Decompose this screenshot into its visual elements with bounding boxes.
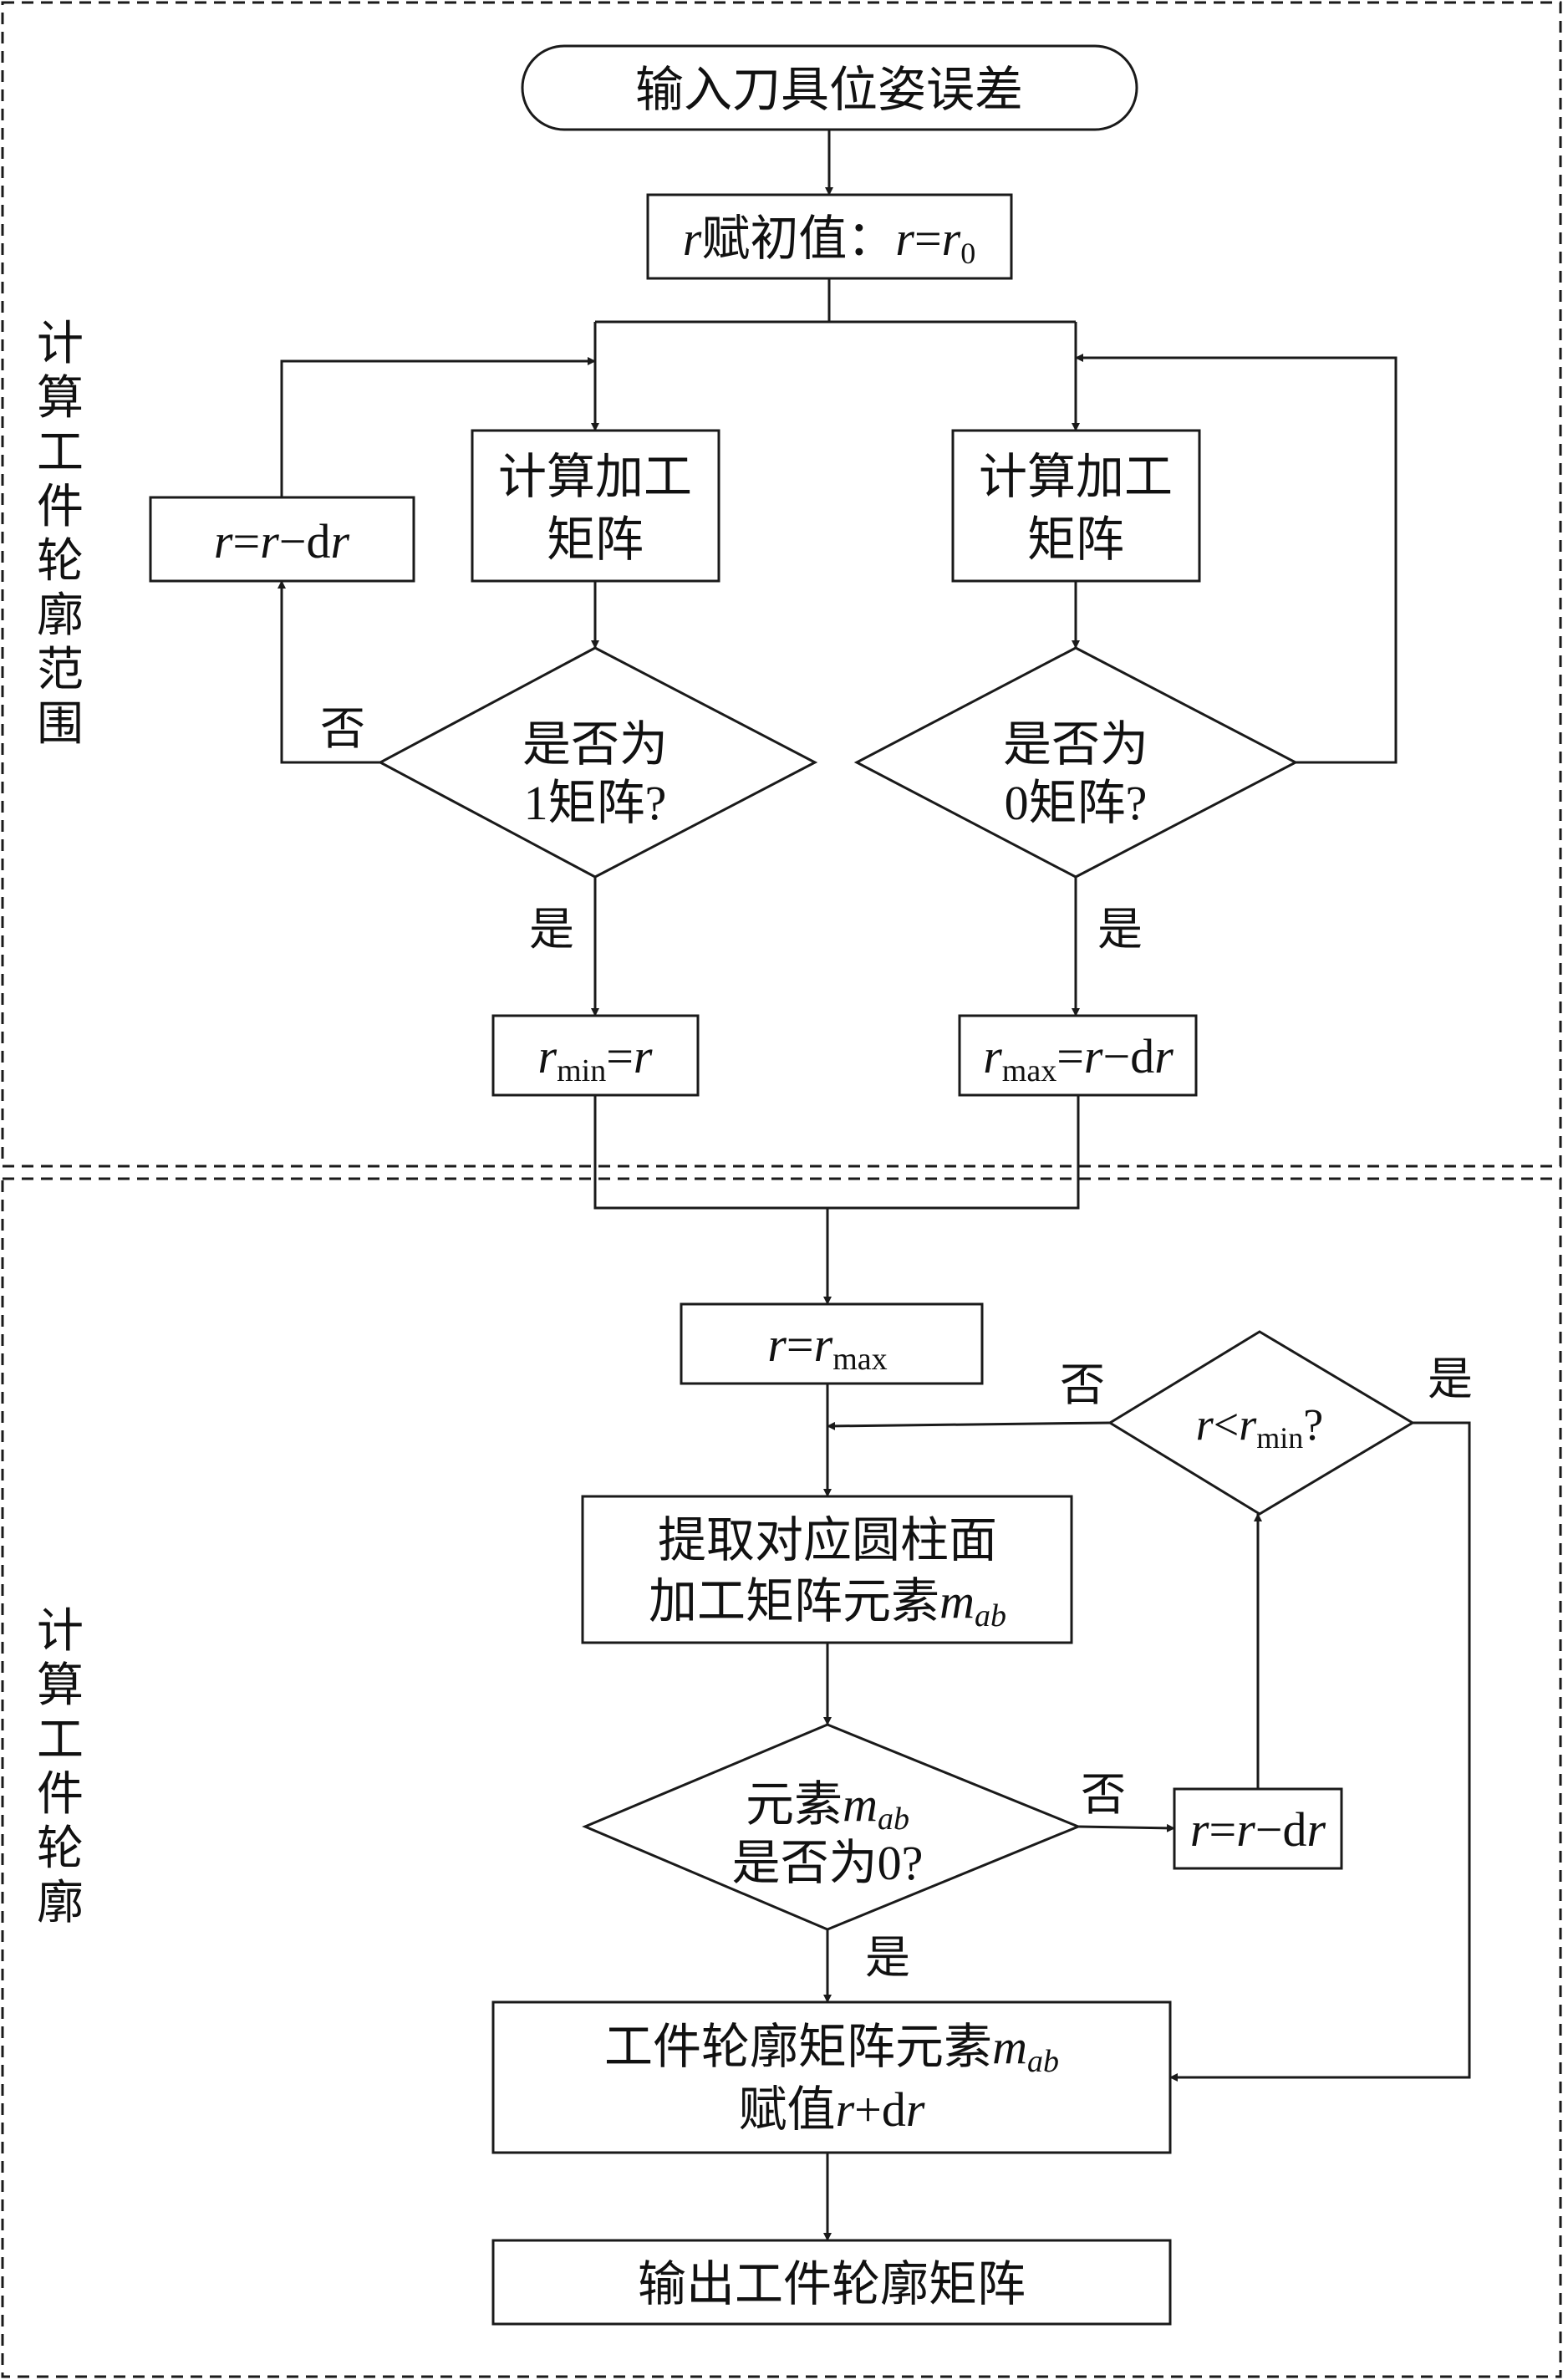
edge-label-rmin-yes: 是 [1428,1354,1473,1404]
decision-r-lt-rmin-label: r<rmin? [1196,1399,1323,1455]
assign-contour-line1: 工件轮廓矩阵元素mab [604,2020,1059,2079]
section-label-char: 算 [37,1660,84,1712]
rmin-assign-label: rmin=r [538,1029,653,1088]
edge-left-no-to-update [277,580,380,764]
rmin-assign-box [491,1014,700,1097]
section-label-char: 工 [37,427,84,479]
edge-label-left-no: 否 [320,704,365,754]
compute-matrix-left-line2: 矩阵 [547,512,644,567]
update-r-left-label: r=r−dr [214,514,350,568]
edge-init-split [595,278,1076,324]
decision-right-line2: 0矩阵? [1005,776,1148,830]
decision-right-line1: 是否为 [1003,717,1148,772]
compute-matrix-right-line1: 计算加工 [979,450,1173,504]
svg-text:计算工件轮廓范围: 计算工件轮廓范围 [37,319,84,751]
section-label-char: 工 [37,1715,84,1766]
edge-merge [593,1095,1080,1210]
section-label-char: 计 [37,319,84,370]
output-box [491,2239,1172,2326]
edge-zero-no [1077,1823,1175,1832]
extract-element-line2: 加工矩阵元素mab [649,1574,1006,1633]
edge-label-rmin-no: 否 [1060,1360,1105,1410]
section-label-char: 件 [37,482,84,533]
extract-element-line1: 提取对应圆柱面 [658,1513,997,1567]
compute-matrix-right-line2: 矩阵 [1027,512,1124,567]
section-frame-bottom [1,1177,1562,2378]
compute-matrix-box-right [951,429,1201,583]
compute-matrix-left-line1: 计算加工 [498,450,692,504]
section-label-char: 轮 [37,536,84,588]
update-r-bottom-label: r=r−dr [1190,1802,1326,1857]
edge-label-right-yes: 是 [1097,905,1143,955]
output-box-label: 输出工件轮廓矩阵 [638,2257,1026,2311]
section-label-char: 件 [37,1769,84,1821]
section-label-char: 算 [37,373,84,425]
edge-label-zero-yes: 是 [865,1933,910,1983]
svg-text:计算工件轮廓: 计算工件轮廓 [37,1606,84,1929]
section-label-char: 计 [37,1606,84,1658]
section-label-char: 轮 [37,1823,84,1875]
init-box [646,193,1013,280]
assign-contour-box [491,2000,1172,2154]
edge-rmin-yes [1169,1421,1471,2082]
start-terminal-label: 输入刀具位姿误差 [635,63,1023,117]
section-label-char: 范 [37,645,84,696]
edge-label-left-yes: 是 [529,905,574,955]
edge-update-loop-left [280,357,596,497]
decision-left-line1: 是否为 [522,717,668,772]
section-label-bottom: 计算工件轮廓 [37,1606,84,1929]
set-r-rmax-label: r=rmax [767,1317,887,1377]
extract-element-box [581,1495,1073,1644]
decision-element-zero-line2: 是否为0? [732,1836,924,1890]
section-label-char: 廓 [37,590,84,642]
edge-right-no-loop [1075,354,1398,764]
rmax-assign-box [958,1014,1198,1097]
rmax-assign-label: rmax=r−dr [983,1029,1174,1088]
decision-left-line2: 1矩阵? [524,776,667,830]
section-frame-top [1,1,1562,1168]
assign-contour-line2: 赋值r+dr [739,2082,925,2137]
edge-label-zero-no: 否 [1081,1770,1126,1820]
section-label-char: 围 [37,699,84,751]
edge-rmin-no [827,1421,1111,1430]
set-r-rmax-box [680,1302,984,1385]
section-label-char: 廓 [37,1878,84,1929]
update-r-box-left [149,496,415,583]
section-label-top: 计算工件轮廓范围 [37,319,84,751]
init-box-label: r赋初值：r=r0 [683,211,975,270]
decision-element-zero-line1: 元素mab [746,1777,909,1837]
